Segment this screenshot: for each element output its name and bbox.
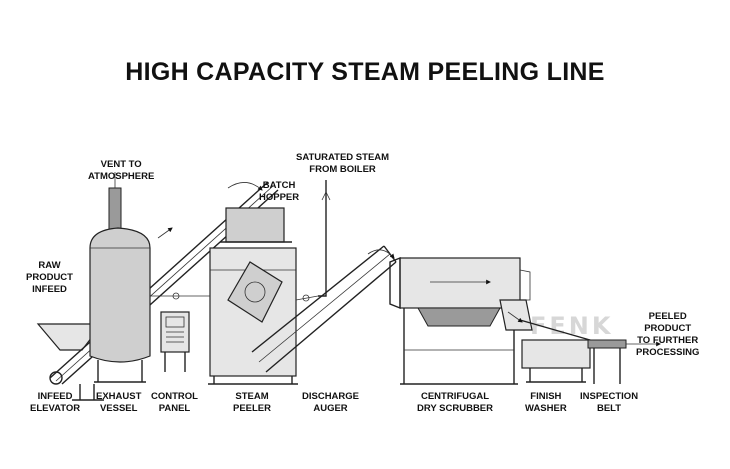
label-saturated-steam: SATURATED STEAM FROM BOILER bbox=[296, 152, 390, 175]
page-title: HIGH CAPACITY STEAM PEELING LINE bbox=[125, 58, 605, 86]
label-raw-product: RAW PRODUCT INFEED bbox=[26, 260, 73, 295]
label-infeed-elevator: INFEED ELEVATOR bbox=[30, 391, 81, 414]
label-inspection-belt: INSPECTION BELT bbox=[580, 391, 639, 414]
exhaust-vessel bbox=[89, 172, 168, 383]
finish-washer bbox=[499, 299, 591, 383]
label-vent: VENT TO ATMOSPHERE bbox=[88, 159, 155, 182]
control-panel bbox=[160, 311, 190, 372]
label-exhaust-vessel: EXHAUST VESSEL bbox=[96, 391, 142, 414]
label-finish-washer: FINISH WASHER bbox=[525, 391, 567, 414]
steam-line bbox=[318, 180, 331, 297]
label-peeled-product: PEELED PRODUCT TO FURTHER PROCESSING bbox=[636, 311, 700, 358]
label-centrifugal-dry-scrubber: CENTRIFUGAL DRY SCRUBBER bbox=[417, 391, 494, 414]
label-steam-peeler: STEAM PEELER bbox=[233, 391, 272, 414]
discharge-auger bbox=[251, 245, 397, 373]
label-discharge-auger: DISCHARGE AUGER bbox=[302, 391, 360, 414]
inspection-belt bbox=[587, 339, 661, 384]
label-batch-hopper: BATCH HOPPER bbox=[259, 180, 300, 203]
label-control-panel: CONTROL PANEL bbox=[151, 391, 198, 414]
steam-peeler bbox=[168, 182, 319, 385]
